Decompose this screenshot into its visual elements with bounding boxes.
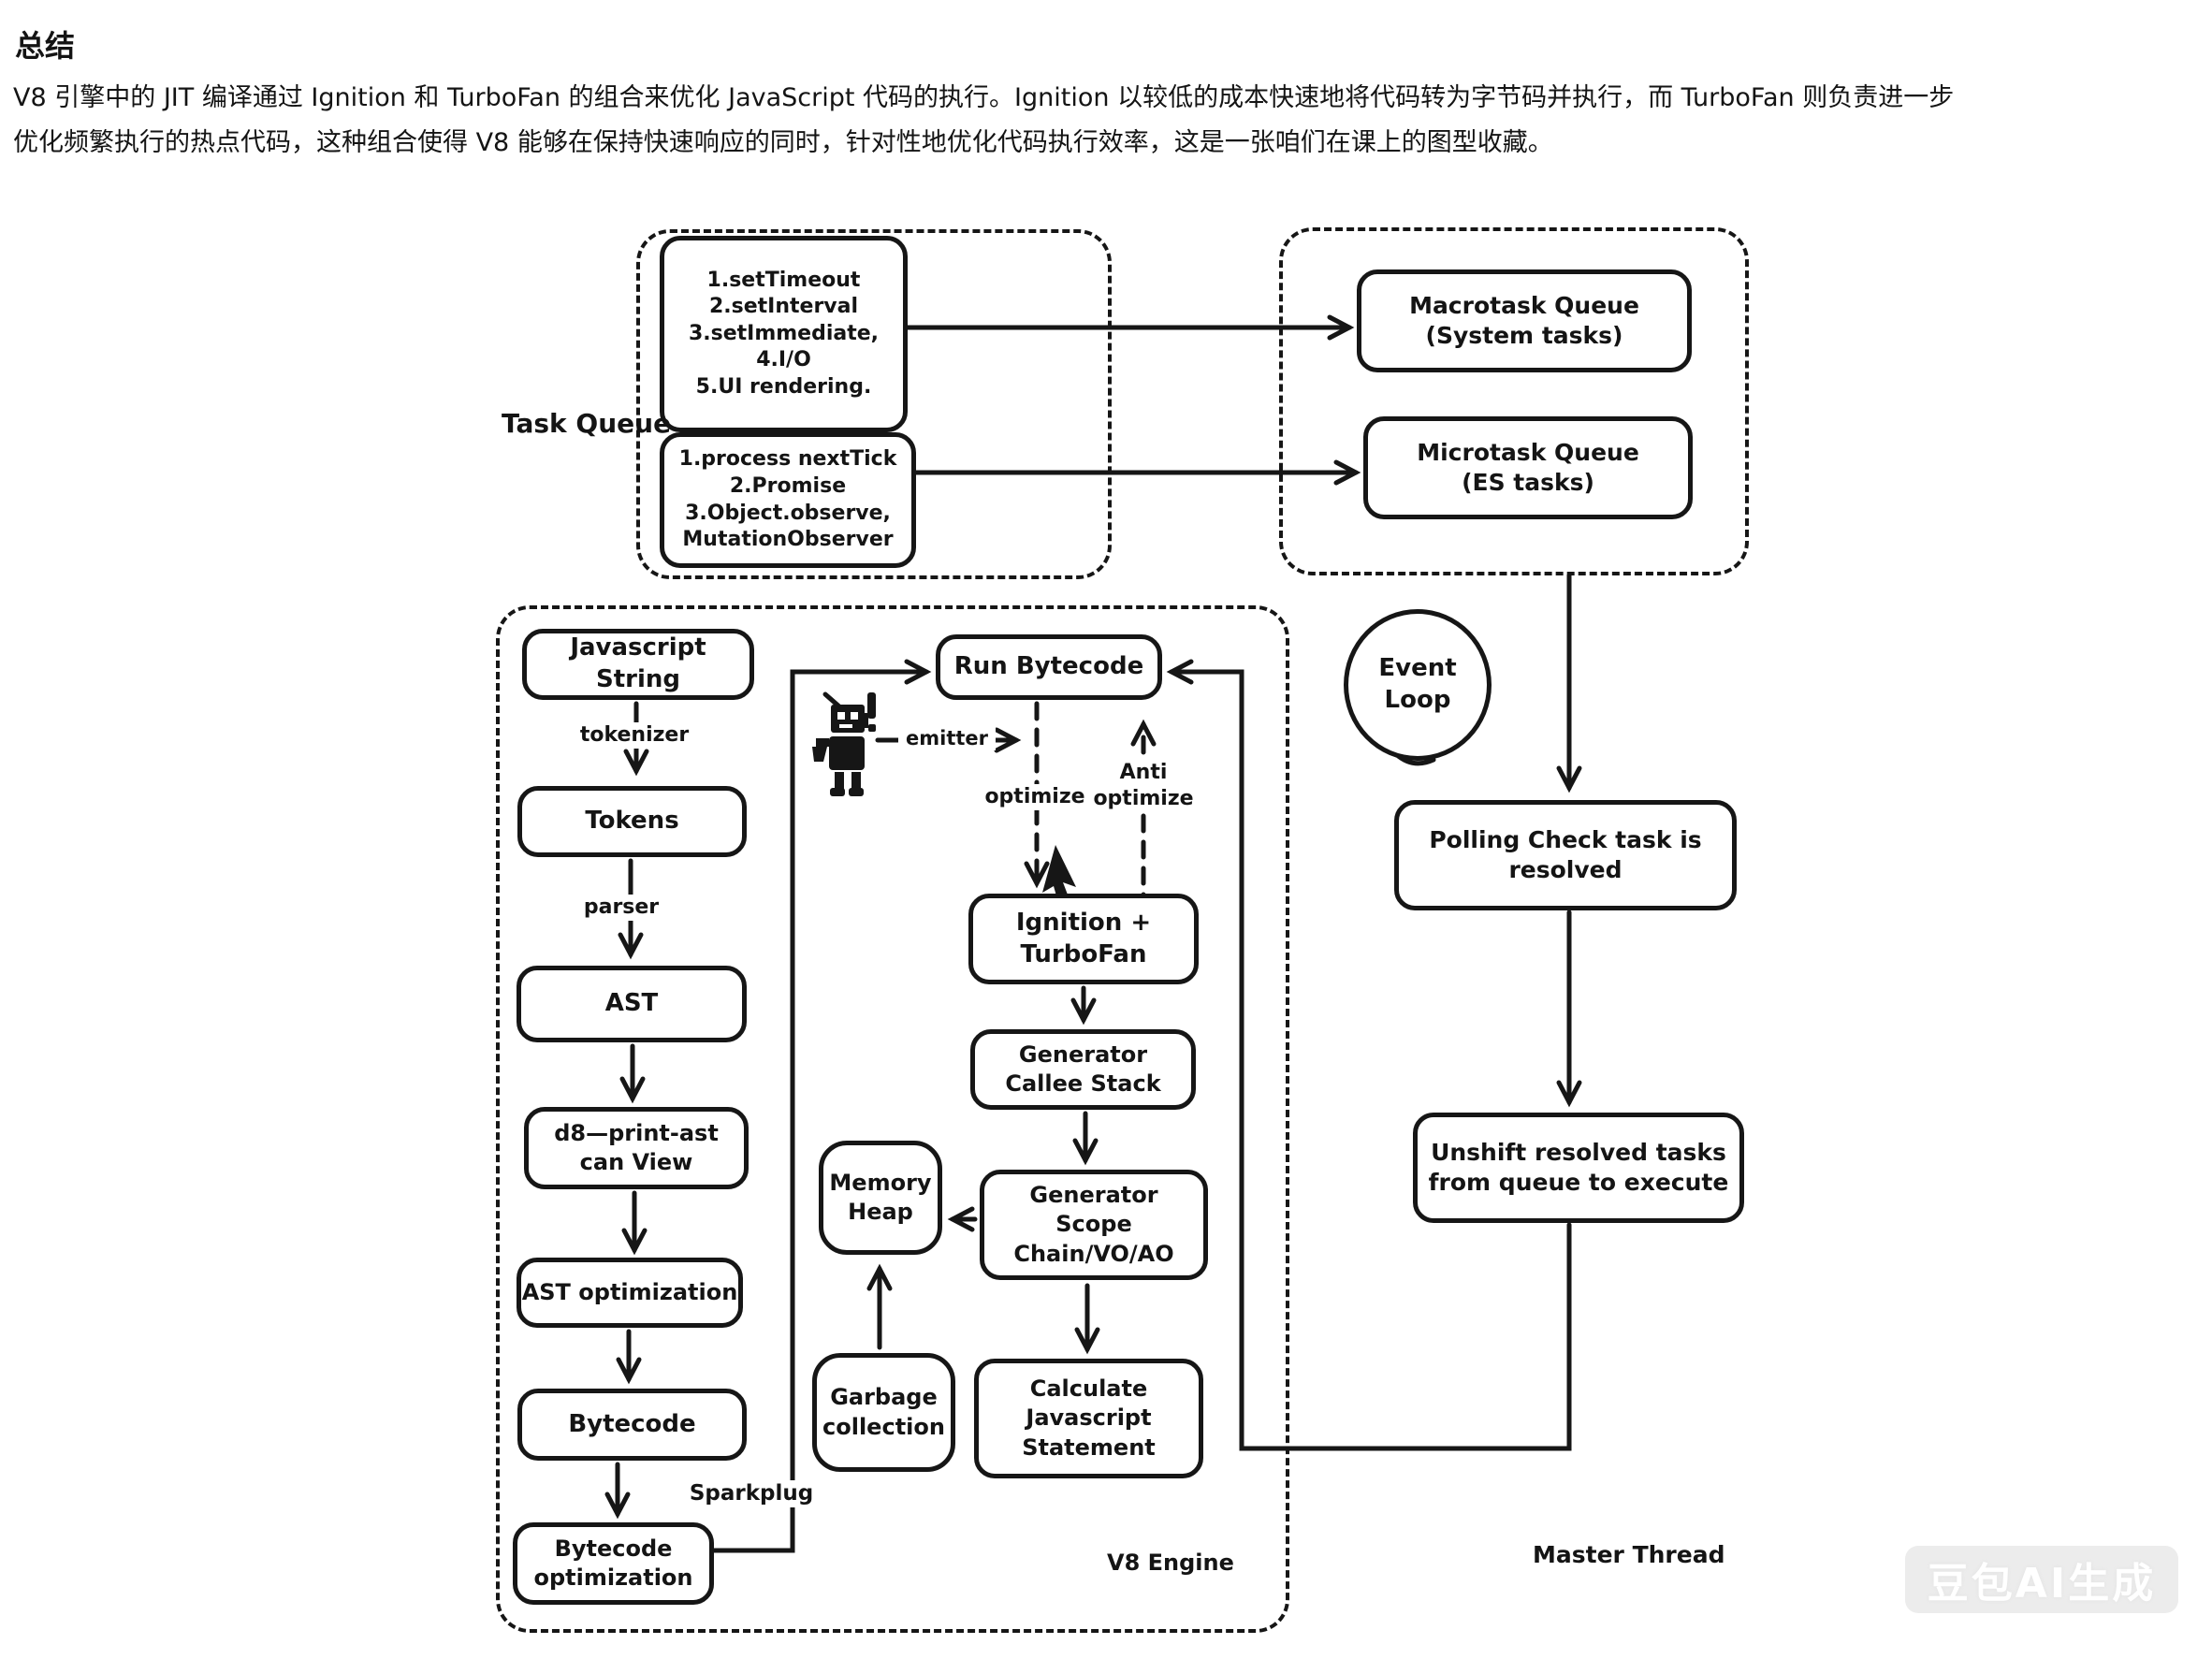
calculate-javascript-statement-box: Calculate Javascript Statement xyxy=(974,1359,1203,1478)
macrotask-queue-box: Macrotask Queue (System tasks) xyxy=(1357,269,1692,372)
anti-optimize-label: Anti optimize xyxy=(1085,760,1201,811)
ast-optimization-box: AST optimization xyxy=(517,1258,743,1328)
bytecode-optimization-box: Bytecode optimization xyxy=(513,1522,714,1605)
event-loop-circle: Event Loop xyxy=(1344,609,1492,761)
run-bytecode-box: Run Bytecode xyxy=(936,634,1162,700)
connector-sparkplug-to-run-bytecode xyxy=(711,659,932,1553)
task-queue-group xyxy=(636,229,1112,579)
garbage-collection-box: Garbage collection xyxy=(812,1353,955,1472)
master-thread-label: Master Thread xyxy=(1533,1541,1725,1568)
robot-icon xyxy=(812,691,876,796)
microtask-source-box: 1.process nextTick 2.Promise 3.Object.ob… xyxy=(660,432,916,568)
polling-check-box: Polling Check task is resolved xyxy=(1394,800,1737,910)
tokens-box: Tokens xyxy=(517,786,747,857)
ast-box: AST xyxy=(517,966,747,1042)
cursor-icon xyxy=(1042,845,1076,906)
watermark-badge: 豆包AI生成 xyxy=(1905,1546,2178,1613)
ignition-turbofan-box: Ignition + TurboFan xyxy=(968,894,1199,984)
optimize-label: optimize xyxy=(977,784,1093,810)
parser-label: parser xyxy=(575,895,667,921)
generator-scope-chain-box: Generator Scope Chain/VO/AO xyxy=(980,1170,1208,1280)
summary-paragraph-line-2: 优化频繁执行的热点代码，这种组合使得 V8 能够在保持快速响应的同时，针对性地优… xyxy=(13,128,1553,157)
tokenizer-label: tokenizer xyxy=(572,722,697,749)
emitter-label: emitter xyxy=(898,726,996,751)
v8-engine-label: V8 Engine xyxy=(1107,1550,1234,1576)
bytecode-box: Bytecode xyxy=(517,1389,747,1461)
memory-heap-box: Memory Heap xyxy=(819,1141,942,1255)
summary-paragraph-line-1: V8 引擎中的 JIT 编译通过 Ignition 和 TurboFan 的组合… xyxy=(13,83,1955,112)
d8-print-ast-box: d8—print-ast can View xyxy=(524,1107,749,1189)
v8-engine-group xyxy=(496,605,1289,1633)
connector-unshift-to-run-bytecode xyxy=(1166,659,1572,1451)
macrotask-source-box: 1.setTimeout 2.setInterval 3.setImmediat… xyxy=(660,236,908,432)
generator-callee-stack-box: Generator Callee Stack xyxy=(970,1029,1196,1110)
sparkplug-label: Sparkplug xyxy=(681,1480,822,1507)
queue-group xyxy=(1279,227,1749,575)
page-title: 总结 xyxy=(15,28,76,64)
javascript-string-box: Javascript String xyxy=(522,629,754,700)
unshift-tasks-box: Unshift resolved tasks from queue to exe… xyxy=(1413,1113,1744,1223)
microtask-queue-box: Microtask Queue (ES tasks) xyxy=(1363,416,1693,519)
task-queue-label: Task Queue xyxy=(502,408,672,439)
